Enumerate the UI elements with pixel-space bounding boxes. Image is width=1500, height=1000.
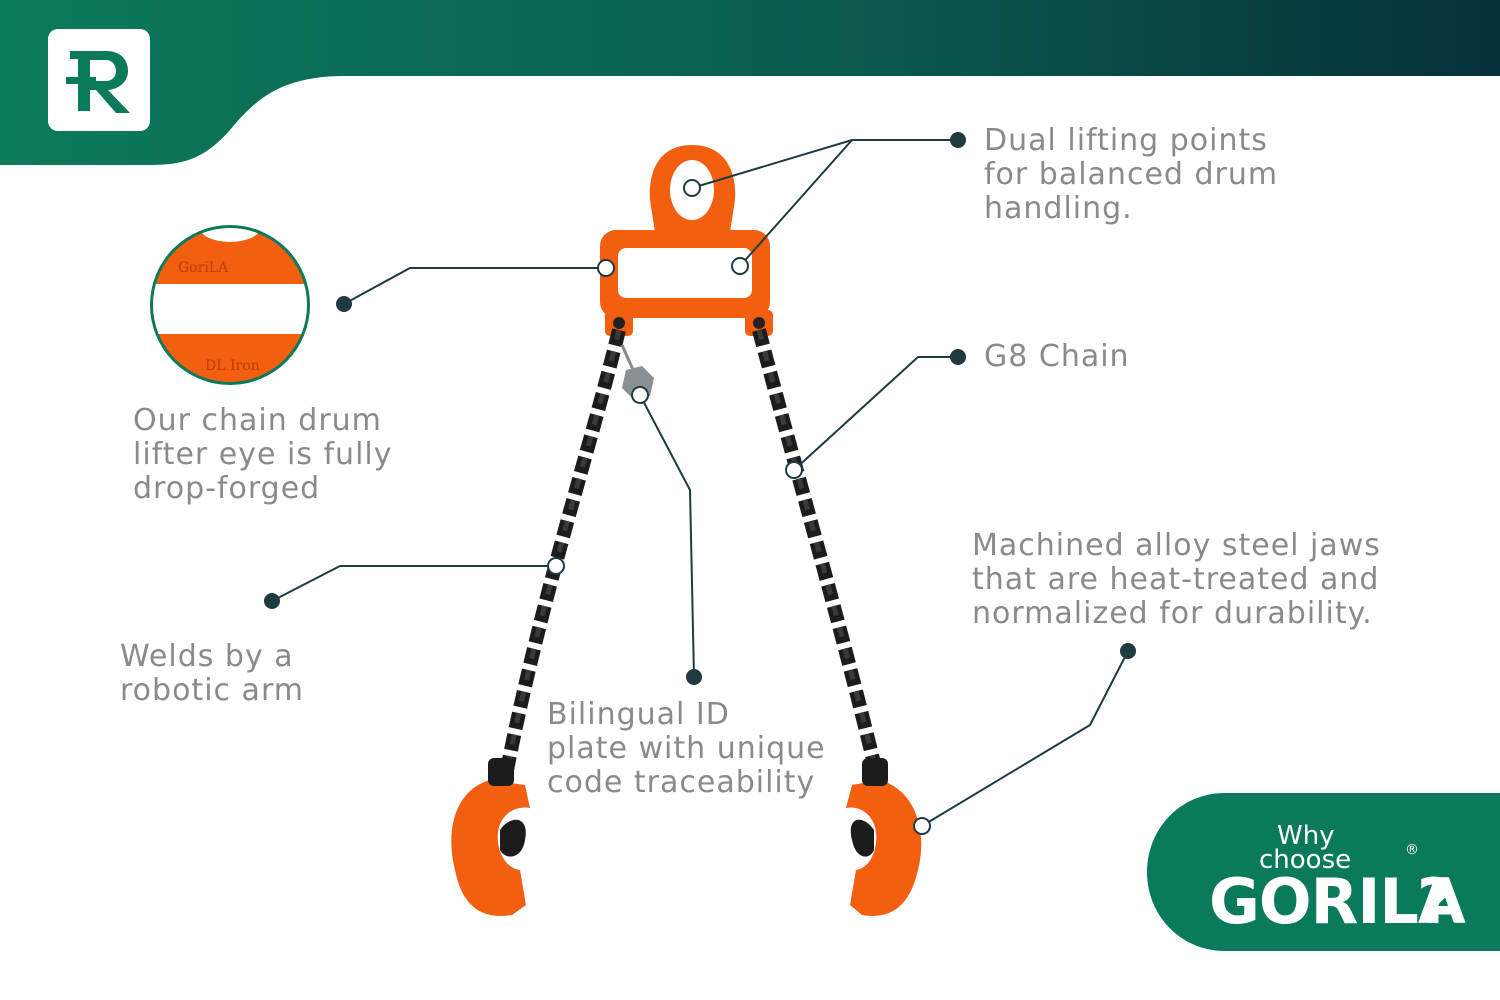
leader-g8-chain [793, 356, 958, 471]
leader-jaws [921, 650, 1129, 827]
drum-lifter-illustration [451, 145, 922, 916]
chain-left-inner [502, 329, 622, 781]
badge-brand-name: GORILA [1209, 865, 1466, 938]
id-plate-link [620, 344, 636, 373]
callout-g8-chain: G8 Chain [984, 339, 1130, 374]
badge-why: Why [1277, 821, 1335, 851]
leader-lines [271, 139, 1129, 827]
jaw-left [451, 758, 530, 916]
leader-dual-lifting-b [739, 139, 853, 267]
callout-dual-lifting-points: Dual lifting points for balanced drum ha… [984, 123, 1279, 226]
leader-drop-forged [343, 267, 606, 305]
callout-alloy-jaws: Machined alloy steel jaws that are heat-… [972, 528, 1381, 631]
why-choose-badge: Why choose ® GORILA ? [1147, 793, 1500, 951]
brand-logo[interactable] [48, 29, 150, 131]
leader-id-plate [639, 394, 695, 678]
jaw-right [846, 758, 922, 916]
badge-choose: choose [1259, 845, 1352, 875]
leader-dots [264, 132, 1136, 835]
header-banner-shape [0, 0, 1500, 165]
callout-drop-forged-eye: Our chain drum lifter eye is fully drop-… [133, 403, 393, 506]
bolt-left [613, 317, 625, 329]
chain-right-inner [756, 329, 881, 781]
badge-question-mark: ? [1417, 865, 1453, 938]
callout-robotic-welds: Welds by a robotic arm [120, 639, 304, 708]
inset-marking-top: GoriLA [178, 260, 229, 276]
lifter-frame-opening [618, 248, 752, 298]
inset-marking-bottom: DL Iron [205, 358, 260, 374]
callout-id-plate: Bilingual ID plate with unique code trac… [547, 697, 826, 800]
r-logo-icon [66, 51, 130, 113]
leader-robotic-welds [271, 565, 556, 602]
badge-registered-mark: ® [1405, 842, 1419, 858]
why-choose-badge-shape [1147, 793, 1500, 951]
drop-forged-inset: GoriLA DL Iron [150, 225, 310, 385]
bolt-right [753, 317, 765, 329]
